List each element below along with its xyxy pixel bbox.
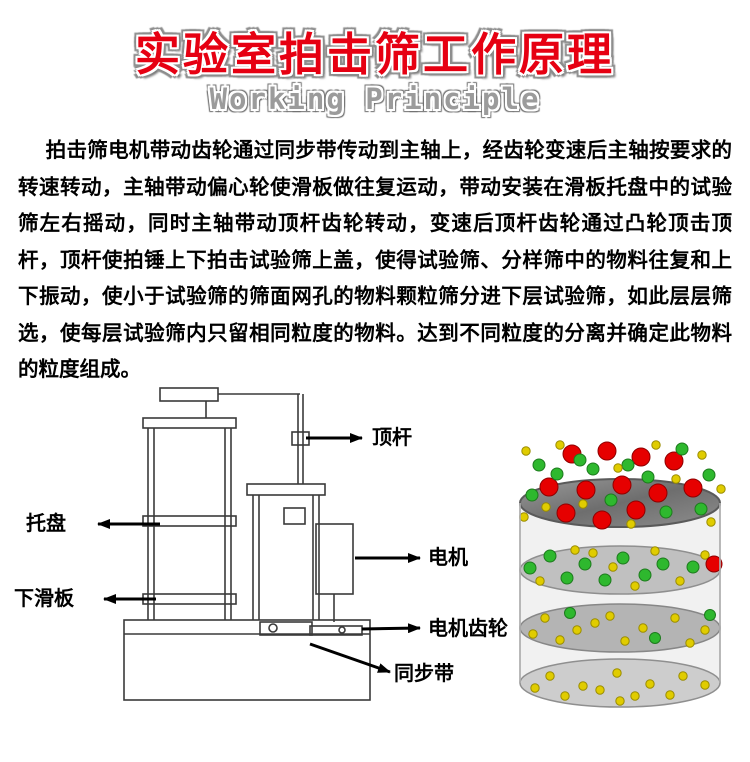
label-motor-gear: 电机齿轮	[428, 618, 508, 640]
particles-layer-3	[528, 607, 716, 648]
machine-diagram	[97, 387, 421, 701]
label-lower-slide-plate: 下滑板	[14, 588, 74, 610]
annotation-arrows	[97, 433, 421, 674]
label-tray: 托盘	[26, 513, 66, 535]
particles-top	[519, 440, 726, 530]
principle-paragraph: 拍击筛电机带动齿轮通过同步带传动到主轴上，经齿轮变速后主轴按要求的转速转动，主轴…	[18, 139, 732, 381]
particles-bottom-small	[530, 668, 710, 706]
arrow-timing-belt	[309, 642, 391, 674]
sieve-stack-illustration	[519, 440, 726, 708]
page-subtitle: Working Principle	[209, 82, 541, 116]
particles-layer-2	[523, 545, 723, 591]
page-title: 实验室拍击筛工作原理	[134, 29, 615, 80]
label-motor: 电机	[428, 547, 468, 569]
label-top-rod: 顶杆	[372, 427, 412, 449]
label-timing-belt: 同步带	[394, 663, 454, 685]
arrow-motor-gear	[361, 623, 421, 634]
